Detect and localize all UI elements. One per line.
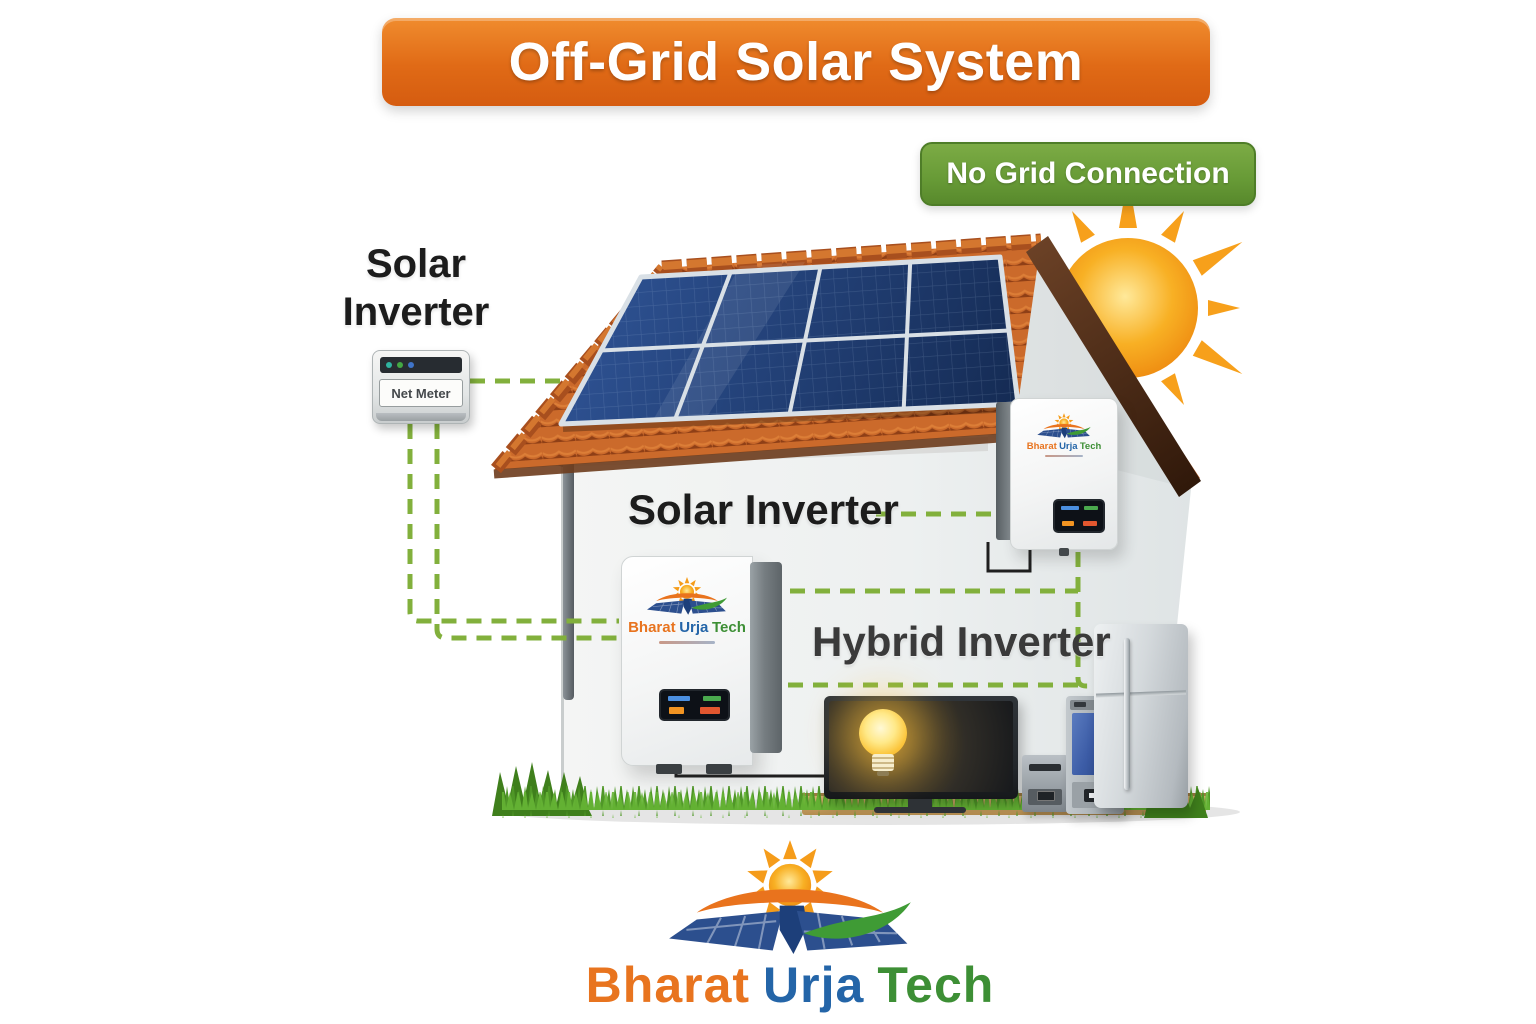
wall-solar-inverter-device: Bharat Urja Tech (996, 398, 1118, 556)
title-banner: Off-Grid Solar System (382, 18, 1210, 106)
wire-netmeter-down-1 (407, 424, 619, 624)
left-solar-inverter-label: Solar Inverter (342, 242, 490, 334)
display-readout (703, 696, 721, 701)
inverter-brand-logo: Bharat Urja Tech (1011, 413, 1117, 457)
inverter-display (659, 689, 730, 721)
brand-logo-mark (1032, 413, 1096, 440)
inverter-foot (706, 764, 732, 774)
indicator-dot (386, 362, 392, 368)
display-readout (1083, 521, 1097, 526)
hybrid-inverter-device: Bharat Urja Tech (621, 556, 782, 774)
display-readout (668, 696, 690, 701)
brand-logo-mark (639, 577, 735, 617)
net-meter-label: Net Meter (379, 379, 463, 407)
display-readout (669, 707, 684, 714)
hybrid-inverter-label: Hybrid Inverter (812, 618, 1111, 665)
solar-inverter-label: Solar Inverter (628, 486, 899, 533)
inverter-connector (1059, 548, 1069, 556)
speaker-port (1037, 791, 1055, 801)
inverter-foot (656, 764, 682, 774)
bulb-tip (877, 771, 889, 776)
no-grid-badge: No Grid Connection (920, 142, 1256, 206)
inverter-brand-logo: Bharat Urja Tech (622, 577, 752, 644)
light-bulb-icon (855, 709, 911, 787)
tv-stand-base (874, 807, 966, 813)
bulb-glass (859, 709, 907, 757)
display-readout (1062, 521, 1074, 526)
green-wires (407, 378, 1146, 689)
indicator-dot (408, 362, 414, 368)
gable-trim (1026, 236, 1201, 497)
solar-panel-array (558, 254, 1021, 432)
net-meter-display (380, 357, 462, 373)
page-title: Off-Grid Solar System (508, 32, 1084, 92)
gutter-downspout (535, 439, 574, 700)
tagline-bar (659, 641, 715, 644)
fridge-handle (1124, 638, 1130, 790)
tv-screen (829, 701, 1013, 792)
tv-appliance (824, 696, 1018, 799)
wire-wall-inverter-loop (986, 542, 1032, 573)
speaker-box (1022, 755, 1068, 812)
speaker-slot (1029, 764, 1061, 771)
display-readout (1061, 506, 1079, 510)
wire-wall-inverter-down (1075, 552, 1146, 689)
display-readout (1084, 506, 1098, 510)
net-meter-base (376, 413, 466, 421)
bulb-screw-base (872, 754, 894, 771)
inverter-side-panel (750, 562, 782, 753)
brand-logo-large (645, 840, 935, 961)
brand-wordmark: Bharat Urja Tech (1026, 441, 1102, 452)
tagline-bar (1045, 455, 1083, 457)
display-readout (700, 707, 720, 714)
refrigerator-appliance (1094, 624, 1188, 808)
fridge-door-divider (1095, 690, 1187, 698)
wire-netmeter-down-2 (434, 424, 619, 641)
brand-wordmark-large: Bharat Urja Tech (585, 957, 995, 1013)
inverter-display (1053, 499, 1105, 533)
net-meter-device: Net Meter (372, 350, 470, 424)
inverter-body: Bharat Urja Tech (1010, 398, 1118, 556)
tv-stand-neck (908, 799, 932, 808)
badge-label: No Grid Connection (946, 157, 1230, 190)
brand-wordmark: Bharat Urja Tech (628, 619, 746, 636)
indicator-dot (397, 362, 403, 368)
